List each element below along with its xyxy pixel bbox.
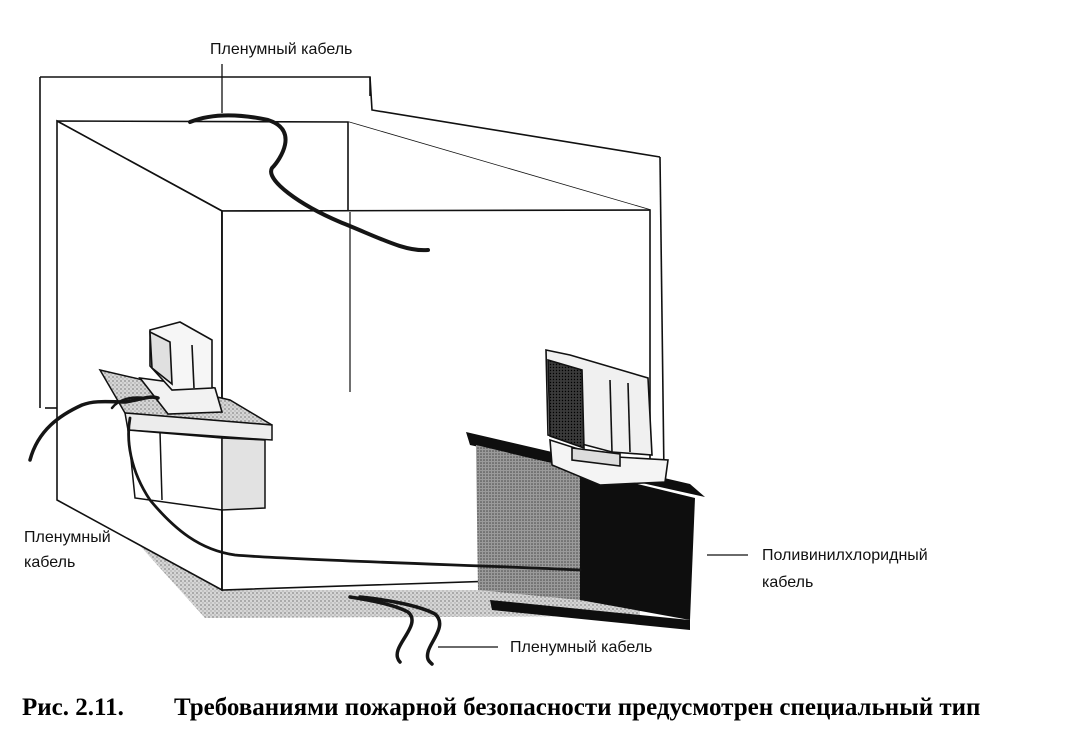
plenum-cable-bottom-1 xyxy=(348,595,414,664)
leader-lines xyxy=(221,64,748,648)
label-plenum-cable-top: Пленумный кабель xyxy=(210,41,353,58)
label-pvc-cable-1: Поливинилхлоридный xyxy=(762,547,928,564)
label-plenum-cable-left-1: Пленумный xyxy=(24,529,111,546)
label-pvc-cable-2: кабель xyxy=(762,574,814,591)
label-plenum-cable-left-2: кабель xyxy=(24,554,76,571)
monitor-left xyxy=(138,321,224,415)
label-plenum-cable-bottom: Пленумный кабель xyxy=(510,639,653,656)
plenum-cable-top xyxy=(188,113,430,253)
caption-text: Требованиями пожарной безопасности преду… xyxy=(174,694,981,721)
monitor-right xyxy=(545,349,669,486)
caption-number: Рис. 2.11. xyxy=(22,694,124,721)
back-wall xyxy=(39,76,665,477)
cables xyxy=(28,113,582,666)
plenum-cable-bottom-2 xyxy=(358,595,442,666)
plenum-cable-floor xyxy=(127,416,582,572)
figure-caption: Рис. 2.11. Требованиями пожарной безопасн… xyxy=(22,694,1072,722)
